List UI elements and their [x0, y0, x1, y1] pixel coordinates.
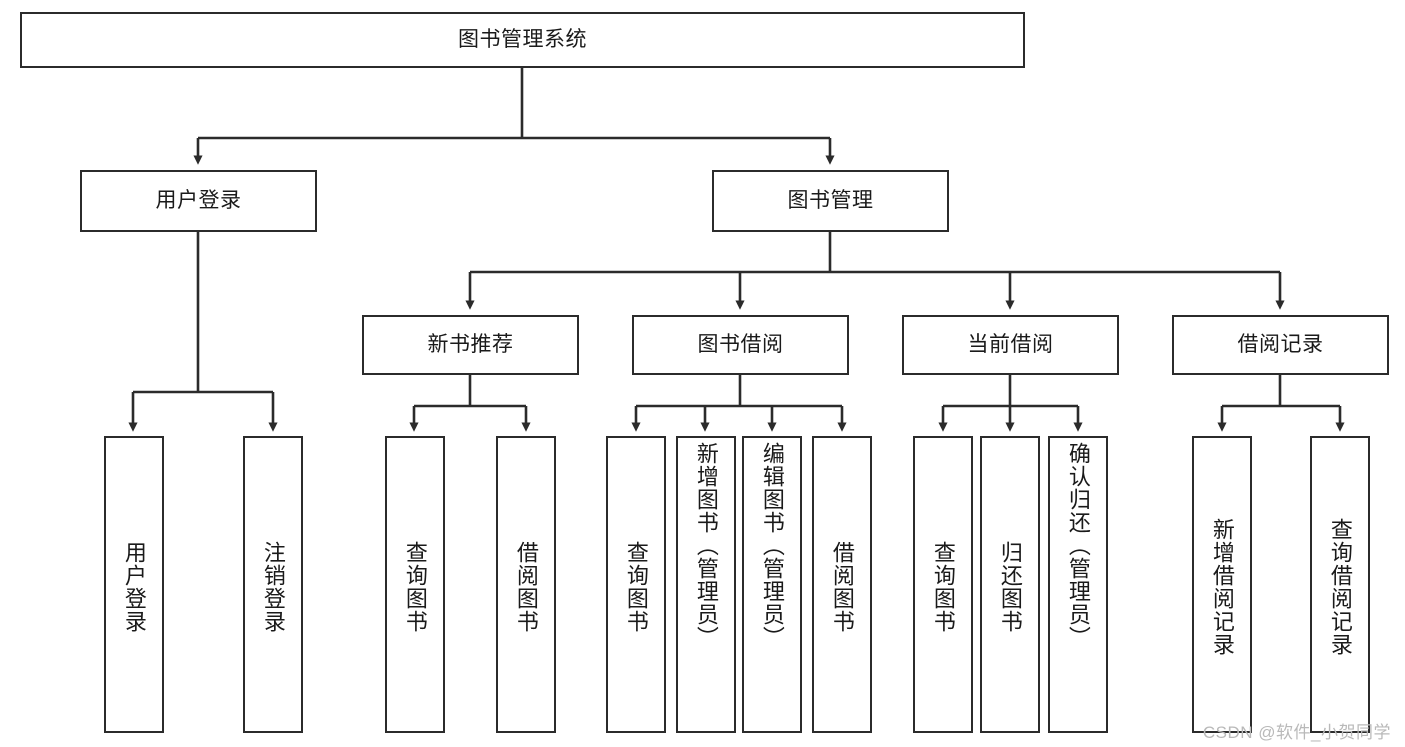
- node-user-login[interactable]: 用户登录: [80, 170, 317, 232]
- node-root-system[interactable]: 图书管理系统: [20, 12, 1025, 68]
- leaf-borrow-edit-book-admin[interactable]: 编辑图书（管理员）: [742, 436, 802, 733]
- node-label: 查询图书: [402, 540, 428, 633]
- node-new-book-recommend[interactable]: 新书推荐: [362, 315, 579, 375]
- leaf-current-query-book[interactable]: 查询图书: [913, 436, 973, 733]
- node-label: 当前借阅: [967, 332, 1054, 356]
- node-borrow-record[interactable]: 借阅记录: [1172, 315, 1389, 375]
- node-label: 编辑图书（管理员）: [759, 442, 785, 649]
- leaf-recommend-borrow-book[interactable]: 借阅图书: [496, 436, 556, 733]
- node-label: 图书管理系统: [458, 27, 587, 51]
- leaf-user-login-logout[interactable]: 注销登录: [243, 436, 303, 733]
- node-label: 注销登录: [260, 540, 286, 633]
- leaf-borrow-query-book[interactable]: 查询图书: [606, 436, 666, 733]
- node-label: 新增借阅记录: [1209, 517, 1235, 656]
- leaf-record-query-record[interactable]: 查询借阅记录: [1310, 436, 1370, 733]
- node-label: 借阅图书: [513, 540, 539, 633]
- node-label: 查询借阅记录: [1327, 517, 1353, 656]
- node-label: 新增图书（管理员）: [693, 442, 719, 649]
- leaf-borrow-borrow-book[interactable]: 借阅图书: [812, 436, 872, 733]
- node-label: 用户登录: [155, 188, 242, 212]
- leaf-current-return-book[interactable]: 归还图书: [980, 436, 1040, 733]
- node-label: 图书借阅: [697, 332, 784, 356]
- leaf-user-login-login[interactable]: 用户登录: [104, 436, 164, 733]
- leaf-recommend-query-book[interactable]: 查询图书: [385, 436, 445, 733]
- node-label: 用户登录: [121, 540, 147, 633]
- leaf-current-confirm-return-admin[interactable]: 确认归还（管理员）: [1048, 436, 1108, 733]
- node-label: 归还图书: [997, 540, 1023, 633]
- node-book-management[interactable]: 图书管理: [712, 170, 949, 232]
- node-label: 借阅记录: [1237, 332, 1324, 356]
- node-label: 确认归还（管理员）: [1065, 442, 1091, 649]
- node-label: 新书推荐: [427, 332, 514, 356]
- node-label: 查询图书: [930, 540, 956, 633]
- node-label: 查询图书: [623, 540, 649, 633]
- node-current-borrow[interactable]: 当前借阅: [902, 315, 1119, 375]
- node-book-borrow[interactable]: 图书借阅: [632, 315, 849, 375]
- leaf-record-add-record[interactable]: 新增借阅记录: [1192, 436, 1252, 733]
- node-label: 图书管理: [787, 188, 874, 212]
- node-label: 借阅图书: [829, 540, 855, 633]
- leaf-borrow-add-book-admin[interactable]: 新增图书（管理员）: [676, 436, 736, 733]
- watermark-text: CSDN @软件_小贺同学: [1202, 723, 1391, 742]
